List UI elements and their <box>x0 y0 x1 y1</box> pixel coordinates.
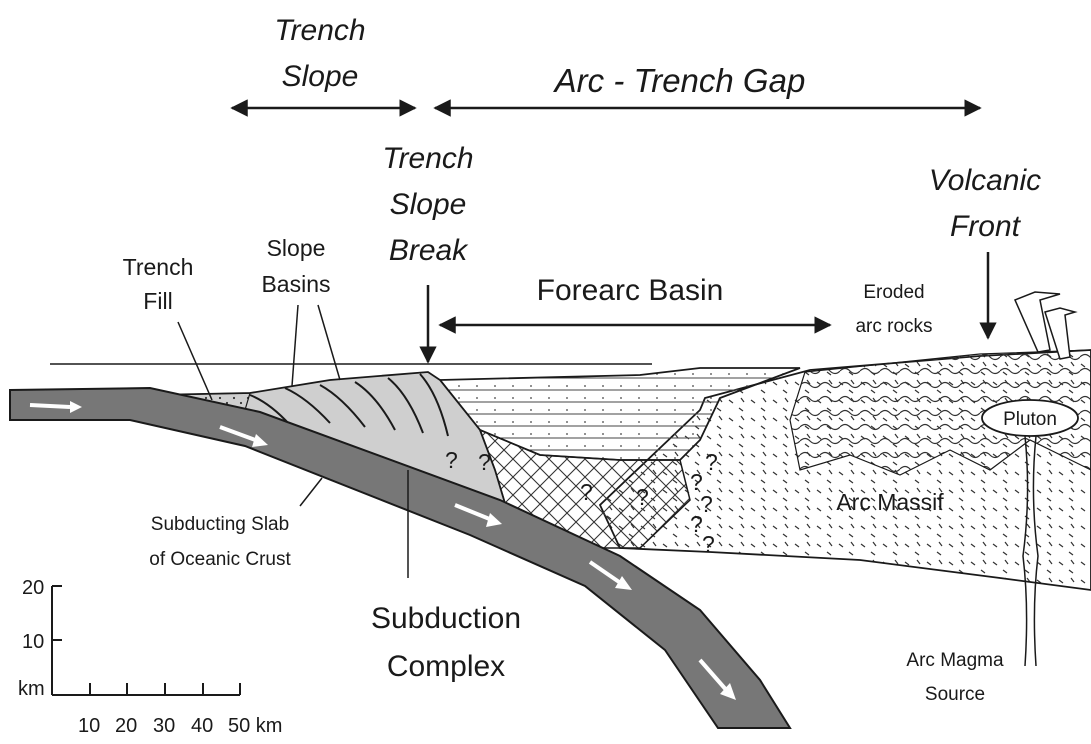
slope-basins-label-1: Slope <box>267 235 326 261</box>
scale-horizontal-tick: 20 <box>115 715 137 737</box>
scale-horizontal-tick: 40 <box>191 715 213 737</box>
arc-magma-source-label-2: Source <box>925 684 985 705</box>
slope-basins-label-2: Basins <box>261 271 330 297</box>
trench-slope-label-1: Trench <box>274 14 365 47</box>
subduction-complex-label-2: Complex <box>387 650 505 683</box>
forearc-basin-label: Forearc Basin <box>537 274 724 307</box>
trench-slope-break-label-1: Trench <box>382 142 473 175</box>
trench-fill-label-2: Fill <box>143 288 172 314</box>
scale-horizontal-tick: 10 <box>78 715 100 737</box>
trench-fill-label-1: Trench <box>123 254 194 280</box>
question-mark: ? <box>445 447 458 473</box>
volcanic-front-label-2: Front <box>950 210 1022 243</box>
trench-slope-break-label-2: Slope <box>390 188 467 221</box>
scale-vertical-tick-10: 10 <box>22 631 44 653</box>
volcanic-front-label-1: Volcanic <box>929 164 1041 197</box>
question-mark: ? <box>478 449 491 475</box>
scale-vertical-tick-20: 20 <box>22 577 44 599</box>
question-mark: ? <box>705 449 718 475</box>
subducting-slab-label-1: Subducting Slab <box>151 514 289 535</box>
question-mark: ? <box>636 484 649 510</box>
question-mark: ? <box>702 531 715 557</box>
scale-horizontal-tick: 30 <box>153 715 175 737</box>
scale-vertical-unit: km <box>18 678 45 700</box>
eroded-arc-rocks-label-1: Eroded <box>863 282 924 303</box>
pluton-label: Pluton <box>1003 409 1057 430</box>
arc-magma-source-label-1: Arc Magma <box>906 650 1004 671</box>
scale-horizontal-tick: 50 km <box>228 715 282 737</box>
volcanoes <box>1015 292 1075 359</box>
subducting-slab-label-2: of Oceanic Crust <box>149 549 291 570</box>
eroded-arc-rocks-label-2: arc rocks <box>855 316 932 337</box>
question-mark: ? <box>690 511 703 537</box>
arc-trench-gap-label: Arc - Trench Gap <box>553 62 806 99</box>
question-mark: ? <box>580 479 593 505</box>
trench-slope-label-2: Slope <box>282 60 359 93</box>
arc-massif-label: Arc Massif <box>836 489 944 515</box>
trench-slope-break-label-3: Break <box>389 234 469 267</box>
subduction-complex-label-1: Subduction <box>371 602 521 635</box>
scale-bar <box>52 586 240 695</box>
